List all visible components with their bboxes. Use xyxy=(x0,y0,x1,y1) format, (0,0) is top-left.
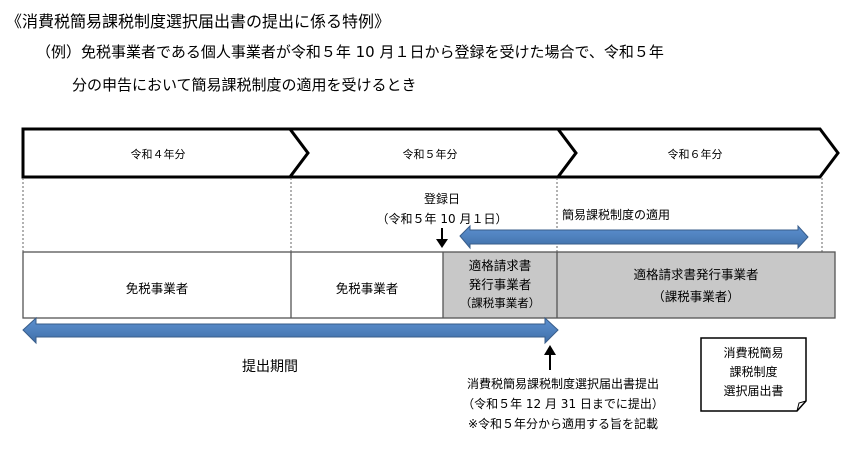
submission-up-arrow xyxy=(544,345,556,370)
example-line-1: （例）免税事業者である個人事業者が令和５年 10 月１日から登録を受けた場合で、… xyxy=(36,43,664,61)
period-label-1: 令和４年分 xyxy=(130,148,186,161)
document-line: 課税制度 xyxy=(729,365,778,379)
submission-period-double-arrow xyxy=(22,316,559,345)
status-cell-4-line: 適格請求書発行事業者 xyxy=(633,267,759,282)
status-cell-4: 適格請求書発行事業者 （課税事業者） xyxy=(557,264,835,308)
registration-label: 登録日 xyxy=(423,192,460,206)
submission-note: 消費税簡易課税制度選択届出書提出 （令和５年 12 月 31 日までに提出） ※… xyxy=(433,374,693,434)
gray-cell-area xyxy=(443,252,835,318)
document-icon xyxy=(700,337,807,412)
period-label-2: 令和５年分 xyxy=(402,148,458,161)
status-row-dividers xyxy=(290,252,558,318)
document-line: 選択届出書 xyxy=(723,384,784,398)
status-cell-3-line: 適格請求書 xyxy=(468,258,532,273)
status-cell-2: 免税事業者 xyxy=(335,281,399,296)
status-cell-1: 免税事業者 xyxy=(125,281,189,296)
document-line: 消費税簡易 xyxy=(723,346,784,360)
application-label: 簡易課税制度の適用 xyxy=(562,208,671,222)
diagram-title: 《消費税簡易課税制度選択届出書の提出に係る特例》 xyxy=(6,12,391,31)
registration-down-arrow xyxy=(436,228,448,248)
period-label-3: 令和６年分 xyxy=(667,148,723,161)
status-cell-3-line: 発行事業者 xyxy=(468,277,532,292)
application-double-arrow xyxy=(459,224,809,250)
status-cell-3-line: （課税事業者） xyxy=(459,296,541,310)
submission-period-label: 提出期間 xyxy=(242,359,298,375)
status-row-border xyxy=(22,251,836,319)
status-cell-4-line: （課税事業者） xyxy=(652,289,740,304)
submission-note-line: （令和５年 12 月 31 日までに提出） xyxy=(462,397,664,411)
example-line-2: 分の申告において簡易課税制度の適用を受けるとき xyxy=(72,76,417,94)
status-cell-3: 適格請求書 発行事業者 （課税事業者） xyxy=(443,256,557,313)
document-text: 消費税簡易 課税制度 選択届出書 xyxy=(701,344,806,401)
dashed-dividers xyxy=(22,178,823,252)
submission-note-line: 消費税簡易課税制度選択届出書提出 xyxy=(466,377,659,391)
submission-note-line: ※令和５年分から適用する旨を記載 xyxy=(467,417,659,431)
period-chevron-3 xyxy=(555,127,840,179)
registration-date: （令和５年 10 月１日） xyxy=(376,212,508,226)
